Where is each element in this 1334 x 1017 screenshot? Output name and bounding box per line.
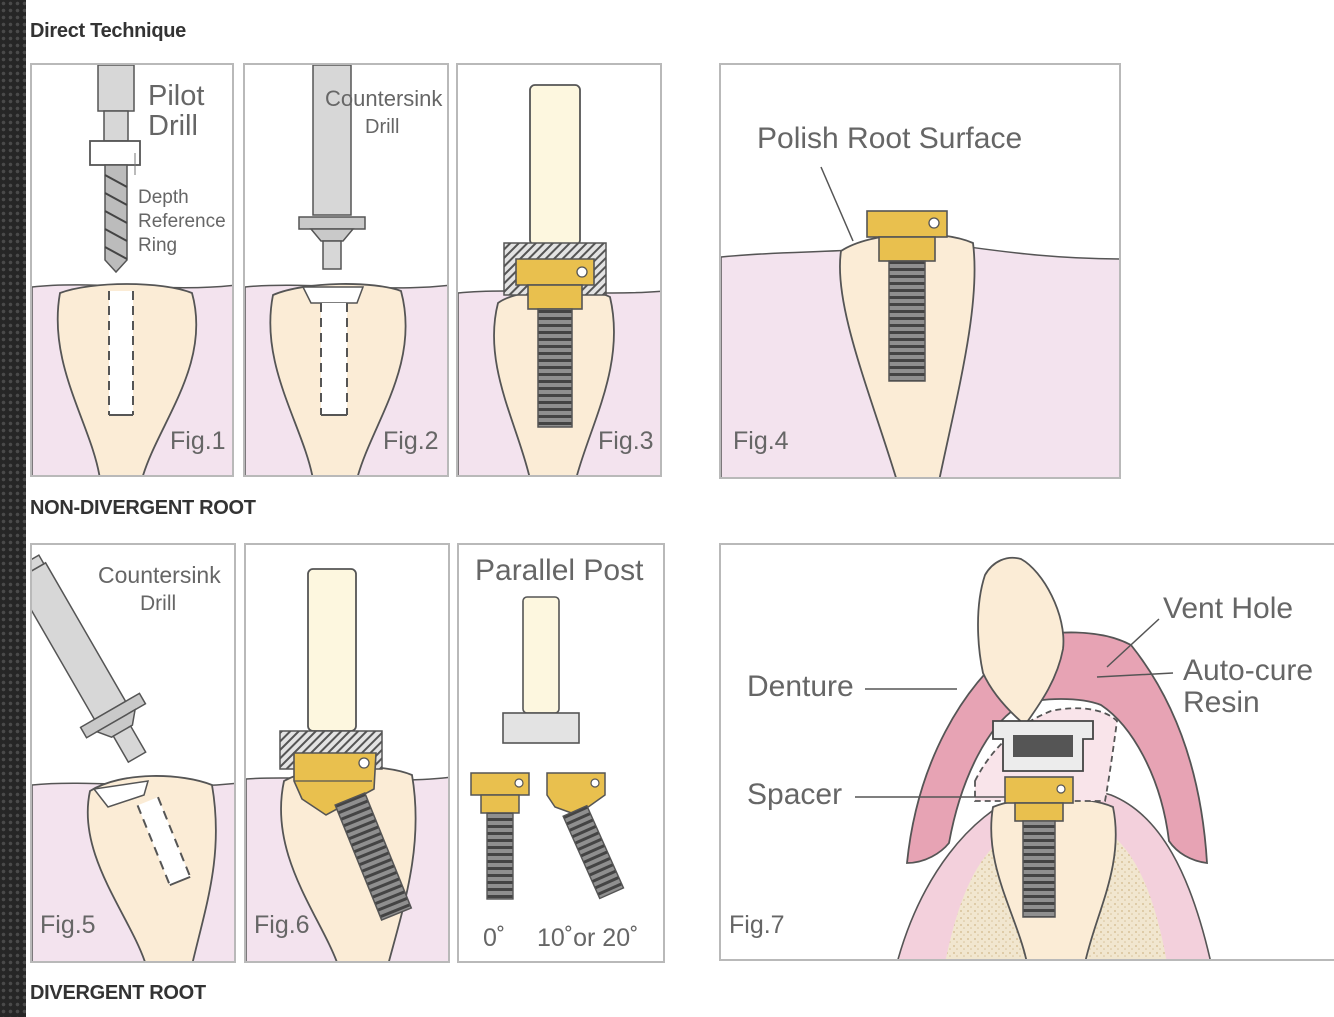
label-drill-5: Drill <box>140 592 177 615</box>
label-reference: Reference <box>138 211 226 232</box>
fig6-illustration <box>246 568 448 961</box>
fig3-illustration <box>458 84 660 475</box>
figure-number-4: Fig.4 <box>733 427 789 455</box>
label-angle-10-20: 10˚or 20˚ <box>537 924 639 952</box>
label-countersink: Countersink <box>325 86 443 111</box>
panel-fig3-post-seated: Fig.3 <box>456 63 662 477</box>
panel-fig6-angled-post: Fig.6 <box>244 543 450 963</box>
label-depth: Depth <box>138 187 189 208</box>
figure-number-5: Fig.5 <box>40 911 96 939</box>
label-angle-0: 0˚ <box>483 924 506 952</box>
panel-fig2-countersink: Countersink Drill Fig.2 <box>243 63 449 477</box>
parallel-post-illustration <box>470 596 625 900</box>
panel-fig7-denture: Vent Hole Auto-cure Resin Denture Spacer… <box>719 543 1334 961</box>
label-spacer: Spacer <box>747 778 843 811</box>
figure-number-1: Fig.1 <box>170 427 226 455</box>
heading-divergent-root: DIVERGENT ROOT <box>30 982 206 1004</box>
fig5-illustration <box>32 554 234 961</box>
fig1-illustration <box>32 65 232 475</box>
fig2-illustration <box>245 65 447 475</box>
label-parallel-post: Parallel Post <box>475 554 644 587</box>
panel-parallel-post: Parallel Post 0˚ 10˚or 20˚ <box>457 543 665 963</box>
label-countersink-5: Countersink <box>98 562 221 588</box>
label-polish-root-surface: Polish Root Surface <box>757 122 1023 155</box>
figure-number-7: Fig.7 <box>729 911 785 939</box>
panel-fig4-polish-root: Polish Root Surface Fig.4 <box>719 63 1121 479</box>
figure-number-3: Fig.3 <box>598 427 654 455</box>
label-ring: Ring <box>138 235 178 256</box>
label-resin: Resin <box>1183 686 1260 719</box>
label-drill: Drill <box>148 110 198 142</box>
panel-fig5-angled-countersink: Countersink Drill Fig.5 <box>30 543 236 963</box>
heading-direct-technique: Direct Technique <box>30 20 186 42</box>
label-auto-cure: Auto-cure <box>1183 654 1314 687</box>
label-denture: Denture <box>747 670 854 703</box>
fig7-illustration <box>855 556 1211 959</box>
figure-number-6: Fig.6 <box>254 911 310 939</box>
heading-non-divergent-root: NON-DIVERGENT ROOT <box>30 497 256 519</box>
figure-number-2: Fig.2 <box>383 427 439 455</box>
slide-sidebar-strip <box>0 0 26 1017</box>
fig4-illustration <box>721 166 1119 477</box>
label-vent-hole: Vent Hole <box>1163 592 1294 625</box>
label-countersink-drill: Drill <box>365 116 400 138</box>
label-pilot: Pilot <box>148 80 205 112</box>
panel-fig1-pilot-drill: Pilot Drill Depth Reference Ring Fig.1 <box>30 63 234 477</box>
